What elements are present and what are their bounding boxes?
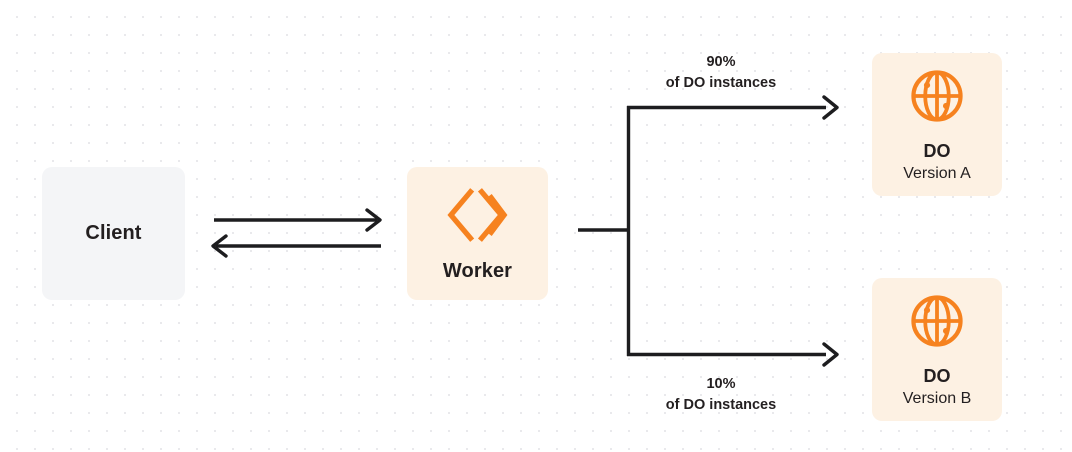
arrowhead-right-icon [822,342,839,367]
node-client[interactable]: Client [42,167,185,300]
edge-worker-split-trunk [578,106,631,356]
edge-label-top-caption: of DO instances [665,74,777,91]
edge-to-do-a [627,95,839,120]
workers-chevron-icon [446,188,507,242]
node-do-version-b[interactable]: DO Version B [872,278,1002,421]
arrowhead-right-icon [822,95,839,120]
edge-label-bottom-percent: 10% [706,376,736,392]
node-do-b-label: DO [923,365,951,386]
globe-icon [911,294,963,347]
edge-label-bottom-caption: of DO instances [665,396,777,413]
node-do-a-label: DO [923,140,951,161]
node-worker[interactable]: Worker [407,167,548,300]
globe-icon [911,69,963,122]
node-client-label: Client [85,222,142,244]
node-do-a-sublabel: Version A [903,164,971,182]
edge-label-top: 90% of DO instances [636,52,806,93]
edge-label-bottom: 10% of DO instances [636,374,806,415]
edge-worker-to-client [211,234,381,258]
edge-to-do-b [627,342,839,367]
node-do-b-sublabel: Version B [902,389,972,407]
edge-label-top-percent: 90% [706,54,736,70]
arrowhead-left-icon [211,234,228,258]
node-do-version-a[interactable]: DO Version A [872,53,1002,196]
node-worker-label: Worker [442,260,513,282]
edge-client-to-worker [214,208,382,232]
arrowhead-right-icon [365,208,382,232]
